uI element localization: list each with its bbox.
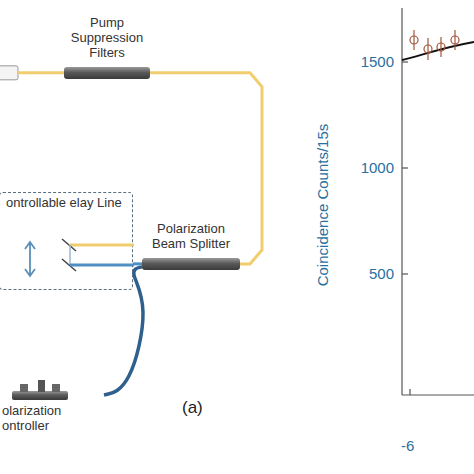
optical-fiber <box>133 262 142 265</box>
source-device <box>0 66 18 80</box>
node-label: Pump Suppression Filters <box>64 16 150 61</box>
tick-label: -6 <box>401 437 414 454</box>
delay-line-box: ontrollable elay Line <box>0 192 133 290</box>
axes <box>402 8 474 395</box>
data-points <box>410 30 459 60</box>
filter-node: Pump Suppression Filters <box>64 16 150 80</box>
beam-splitter-node: Polarization Beam Splitter <box>142 222 240 271</box>
tick-label: 500 <box>346 265 394 282</box>
panel-label: (a) <box>182 398 203 418</box>
node-label: olarization ontroller <box>2 404 104 434</box>
controller-device <box>10 378 72 404</box>
tick-label: 1500 <box>346 53 394 70</box>
controller-node: olarization ontroller <box>2 378 104 434</box>
tick-label: 1000 <box>346 159 394 176</box>
node-label: ontrollable elay Line <box>6 196 126 211</box>
fiber-component <box>64 66 150 80</box>
node-label: Polarization Beam Splitter <box>142 222 240 252</box>
fiber-component <box>142 257 240 271</box>
axis-title: Coincidence Counts/15s <box>314 124 331 287</box>
fit-curve <box>402 42 474 60</box>
input-fiber <box>18 71 64 74</box>
optical-fiber <box>104 267 143 395</box>
